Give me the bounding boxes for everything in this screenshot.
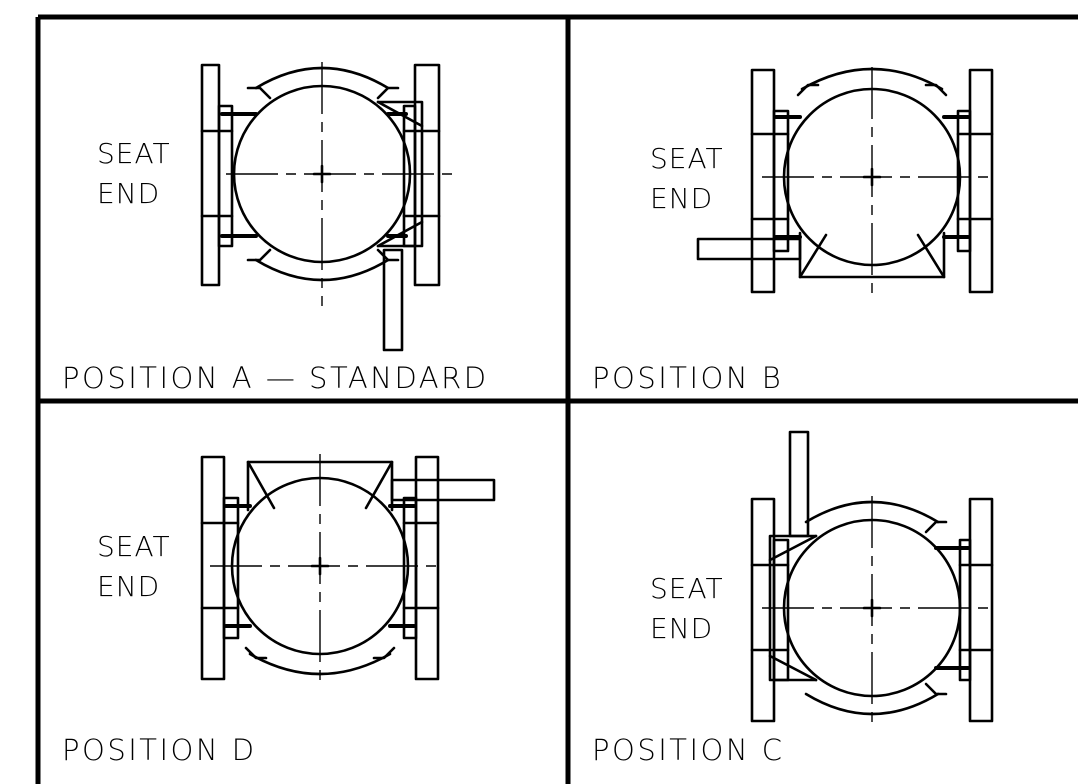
panel-position-d: SEAT END POSITION D [62, 454, 496, 767]
panel-position-a: SEAT END POSITION A — STANDARD [62, 60, 489, 395]
panel-position-b: SEAT END POSITION B [592, 67, 994, 395]
seat-end-label-line2: END [97, 177, 160, 210]
seat-end-label-line2: END [650, 182, 713, 215]
panel-position-c: SEAT END POSITION C [592, 430, 996, 767]
position-d-label: POSITION D [62, 733, 257, 767]
position-c-label: POSITION C [592, 733, 785, 767]
seat-end-label-line1: SEAT [97, 137, 171, 170]
seat-end-label-line1: SEAT [97, 530, 171, 563]
seat-end-label-line2: END [650, 612, 713, 645]
valve-drawing-d [200, 454, 496, 682]
seat-end-label-line1: SEAT [650, 572, 724, 605]
valve-drawing-b [696, 67, 994, 295]
valve-drawing-a [200, 60, 454, 352]
valve-drawing-c [750, 430, 996, 726]
position-a-label: POSITION A — STANDARD [62, 361, 489, 395]
position-b-label: POSITION B [592, 361, 783, 395]
seat-end-label-line1: SEAT [650, 142, 724, 175]
drawing-frame [35, 14, 1078, 784]
seat-end-label-line2: END [97, 570, 160, 603]
